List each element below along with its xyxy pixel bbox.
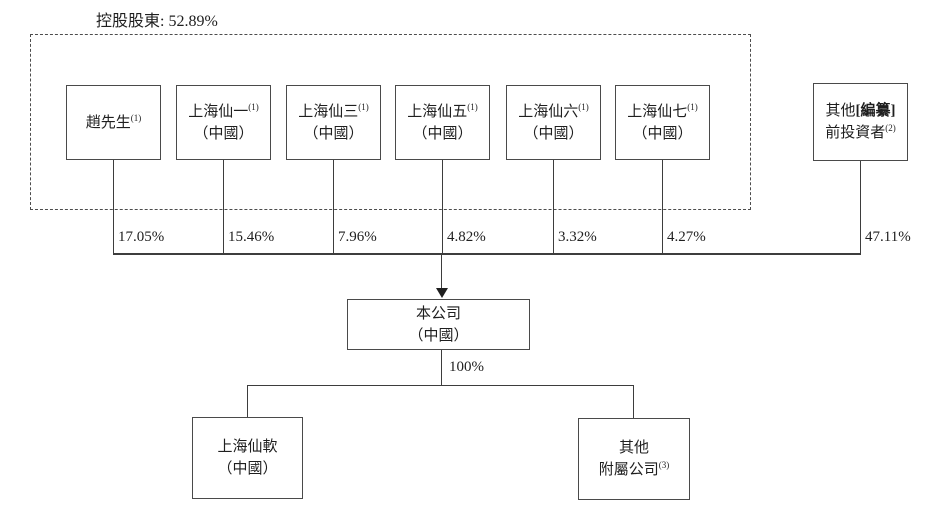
footnote-marker: (1) — [687, 101, 698, 112]
entity-name: 其他[編纂] — [825, 100, 895, 122]
shareholder-box-shanghai-xian6: 上海仙六(1) （中國） — [506, 85, 601, 160]
ownership-percent-label: 17.05% — [118, 229, 165, 245]
entity-name-text: 上海仙一 — [188, 103, 249, 120]
entity-name: 上海仙七(1) — [627, 101, 698, 123]
ownership-percent-label: 100% — [449, 359, 484, 375]
shareholder-box-shanghai-xian1: 上海仙一(1) （中國） — [176, 85, 271, 160]
arrow-down-icon — [436, 288, 448, 298]
branch-line — [247, 385, 634, 386]
connector-line — [441, 253, 442, 289]
entity-name: 本公司 — [415, 305, 461, 322]
connector-line — [223, 160, 224, 253]
entity-name-text: 上海仙七 — [627, 103, 688, 120]
shareholder-box-shanghai-xian3: 上海仙三(1) （中國） — [286, 85, 381, 160]
entity-name-line2: 附屬公司(3) — [599, 459, 670, 481]
footnote-marker: (1) — [248, 101, 259, 112]
ownership-percent-label: 7.96% — [338, 229, 377, 245]
ownership-percent-label: 4.27% — [667, 229, 706, 245]
connector-line — [633, 385, 634, 418]
footnote-marker: (3) — [658, 460, 670, 470]
connector-line — [553, 160, 554, 253]
redacted-label: [編纂] — [855, 103, 896, 119]
connector-line — [441, 350, 442, 385]
entity-country: （中國） — [217, 461, 278, 477]
subsidiary-box-other-subsidiaries: 其他 附屬公司(3) — [578, 418, 690, 500]
footnote-marker: (1) — [358, 101, 369, 112]
connector-line — [860, 161, 861, 253]
entity-name-line2: 前投資者(2) — [825, 122, 896, 144]
entity-name: 上海仙三(1) — [298, 101, 369, 123]
controlling-shareholders-label: 控股股東: 52.89% — [96, 13, 218, 30]
entity-name: 上海仙軟 — [217, 439, 278, 455]
entity-country: （中國） — [412, 125, 473, 142]
footnote-marker: (1) — [130, 112, 142, 123]
entity-name: 上海仙六(1) — [518, 101, 589, 123]
ownership-percent-label: 4.82% — [447, 229, 486, 245]
entity-name-text: 上海仙六 — [518, 103, 579, 120]
connector-line — [247, 385, 248, 417]
controlling-group-outline — [30, 34, 751, 210]
connector-line — [113, 160, 114, 253]
merge-line — [113, 253, 861, 255]
other-pre-investors-box: 其他[編纂] 前投資者(2) — [813, 83, 908, 161]
entity-country: （中國） — [632, 125, 693, 142]
entity-country: （中國） — [408, 327, 469, 344]
entity-name-text: 趙先生 — [85, 114, 131, 131]
entity-country: （中國） — [523, 125, 584, 142]
connector-line — [662, 160, 663, 253]
shareholder-box-shanghai-xian5: 上海仙五(1) （中國） — [395, 85, 490, 160]
subsidiary-box-shanghai-xianruan: 上海仙軟 （中國） — [192, 417, 303, 499]
entity-name-text: 前投資者 — [825, 125, 886, 141]
entity-name-text: 上海仙五 — [407, 103, 468, 120]
entity-name: 上海仙五(1) — [407, 101, 478, 123]
entity-name: 趙先生(1) — [86, 112, 142, 134]
ownership-percent-label: 47.11% — [865, 229, 911, 245]
company-box: 本公司 （中國） — [347, 299, 530, 350]
footnote-marker: (1) — [467, 101, 478, 112]
entity-name-text: 上海仙三 — [298, 103, 359, 120]
footnote-marker: (2) — [885, 123, 896, 133]
shareholder-box-shanghai-xian7: 上海仙七(1) （中國） — [615, 85, 710, 160]
ownership-percent-label: 15.46% — [228, 229, 275, 245]
entity-name-text: 其他 — [825, 103, 856, 119]
entity-name: 其他 — [618, 440, 649, 456]
entity-name-text: 附屬公司 — [598, 462, 659, 478]
ownership-percent-label: 3.32% — [558, 229, 597, 245]
shareholder-box-mr-zhao: 趙先生(1) — [66, 85, 161, 160]
connector-line — [442, 160, 443, 253]
entity-country: （中國） — [303, 125, 364, 142]
entity-country: （中國） — [193, 125, 254, 142]
entity-name: 上海仙一(1) — [188, 101, 259, 123]
footnote-marker: (1) — [578, 101, 589, 112]
connector-line — [333, 160, 334, 253]
